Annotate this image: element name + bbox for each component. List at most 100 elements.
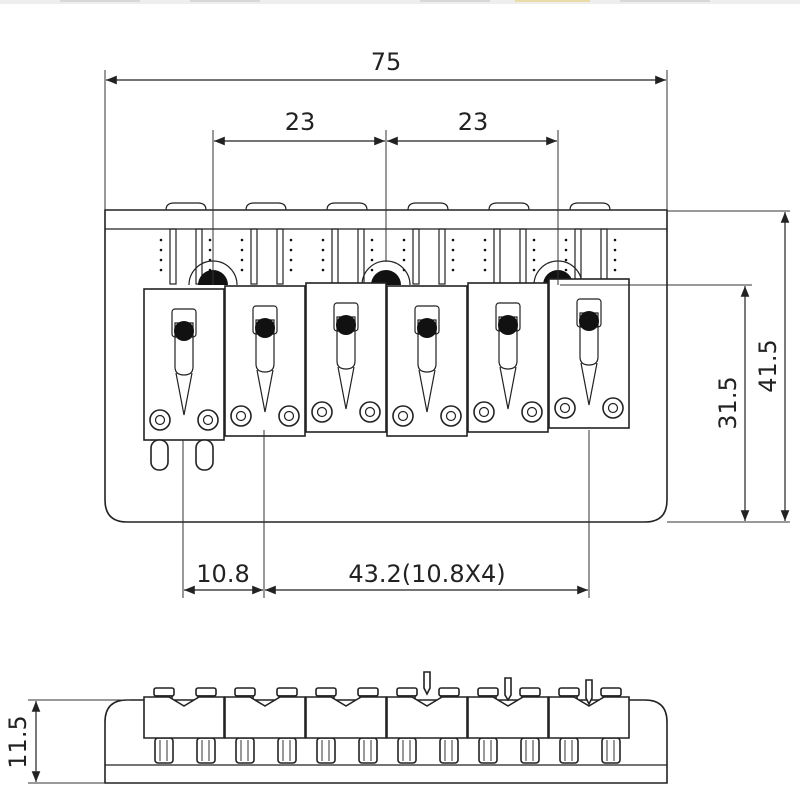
slot-left	[250, 228, 258, 285]
saddle-screw	[579, 311, 599, 331]
height-screw-hex	[526, 406, 538, 418]
saddle-groove	[417, 319, 437, 373]
height-screw	[392, 405, 414, 427]
spacing-right-label: 23	[458, 108, 489, 136]
saddle	[467, 282, 549, 433]
saddle	[386, 285, 468, 437]
top-strip	[0, 0, 800, 4]
slot-dot	[451, 258, 455, 262]
span-total-label: 43.2(10.8X4)	[348, 560, 505, 588]
side-screw-top	[558, 687, 580, 697]
saddle-groove	[336, 316, 356, 370]
slot-dot	[532, 238, 536, 242]
slot-dot	[613, 258, 617, 262]
slot-dot	[289, 248, 293, 252]
intonation-screw-tails	[150, 439, 214, 471]
height-screw-hex	[283, 410, 295, 422]
saddle-notch	[580, 362, 598, 406]
saddle-screw	[255, 318, 275, 338]
height-inner-label: 31.5	[714, 376, 742, 429]
height-screw	[440, 405, 462, 427]
side-screw-bottom	[277, 737, 297, 764]
side-screw-bottom	[358, 737, 378, 764]
side-screw-top	[234, 687, 256, 697]
height-screw-hex	[154, 414, 166, 426]
rear-tab	[326, 202, 368, 211]
slot-dot	[289, 238, 293, 242]
height-screw-hex	[607, 402, 619, 414]
side-screw-bottom	[397, 737, 417, 764]
slot-dot	[321, 268, 325, 272]
slot-dot	[613, 268, 617, 272]
height-screw	[311, 401, 333, 423]
slot-left	[169, 228, 177, 285]
side-saddle-block	[386, 696, 468, 739]
saddle-notch	[499, 366, 517, 410]
side-screws-bottom	[154, 737, 621, 764]
height-outer-label: 41.5	[754, 339, 782, 392]
slot-dot	[483, 268, 487, 272]
slot-dot	[532, 248, 536, 252]
saddle-groove	[498, 316, 518, 370]
slot-dot	[613, 238, 617, 242]
slot-right	[438, 228, 446, 285]
height-screw	[197, 409, 219, 431]
saddle-notch	[256, 369, 274, 413]
saddle-notch	[418, 369, 436, 413]
slot-dot	[370, 238, 374, 242]
height-screw-hex	[202, 414, 214, 426]
side-screw-bottom	[196, 737, 216, 764]
height-screw	[473, 401, 495, 423]
rear-tab	[245, 202, 287, 211]
saddle	[143, 288, 225, 441]
slot-dot	[240, 238, 244, 242]
slot-right	[276, 228, 284, 285]
side-saddle-block	[467, 696, 549, 739]
rear-tab	[569, 202, 611, 211]
side-screw-bottom	[601, 737, 621, 764]
side-screw-bottom	[316, 737, 336, 764]
height-screw	[554, 397, 576, 419]
height-screw-hex	[235, 410, 247, 422]
saddle	[305, 282, 387, 433]
side-screw-top	[195, 687, 217, 697]
side-screw-top	[396, 687, 418, 697]
slot-dot	[564, 238, 568, 242]
side-screw-top	[519, 687, 541, 697]
slot-dot	[321, 238, 325, 242]
saddle-groove	[255, 319, 275, 373]
saddle-notch	[175, 372, 193, 416]
height-screw	[278, 405, 300, 427]
slot-dot	[613, 248, 617, 252]
height-screw	[149, 409, 171, 431]
side-screw-top	[600, 687, 622, 697]
saddle-groove	[174, 322, 194, 376]
top-view	[104, 202, 668, 523]
side-saddle-block	[305, 696, 387, 739]
slot-dot	[564, 268, 568, 272]
slot-dot	[289, 268, 293, 272]
dimension-heights: 31.5 41.5	[560, 210, 790, 523]
side-view	[104, 671, 668, 784]
slot-dot	[208, 238, 212, 242]
height-screw	[521, 401, 543, 423]
dimension-pitch: 10.8 43.2(10.8X4)	[182, 430, 590, 598]
saddle-groove	[579, 312, 599, 366]
spacing-left-label: 23	[285, 108, 316, 136]
height-screw	[359, 401, 381, 423]
side-saddle-block	[224, 696, 306, 739]
side-saddle-block	[548, 696, 630, 739]
side-screw-top	[153, 687, 175, 697]
slot-dot	[402, 258, 406, 262]
slot-dot	[159, 238, 163, 242]
slot-dot	[451, 268, 455, 272]
slot-dot	[370, 268, 374, 272]
side-saddle-block	[143, 696, 225, 739]
overall-width-label: 75	[371, 48, 402, 76]
height-screw	[602, 397, 624, 419]
slot-dot	[532, 258, 536, 262]
slot-dot	[564, 248, 568, 252]
slot-dot	[289, 258, 293, 262]
height-screw-hex	[364, 406, 376, 418]
